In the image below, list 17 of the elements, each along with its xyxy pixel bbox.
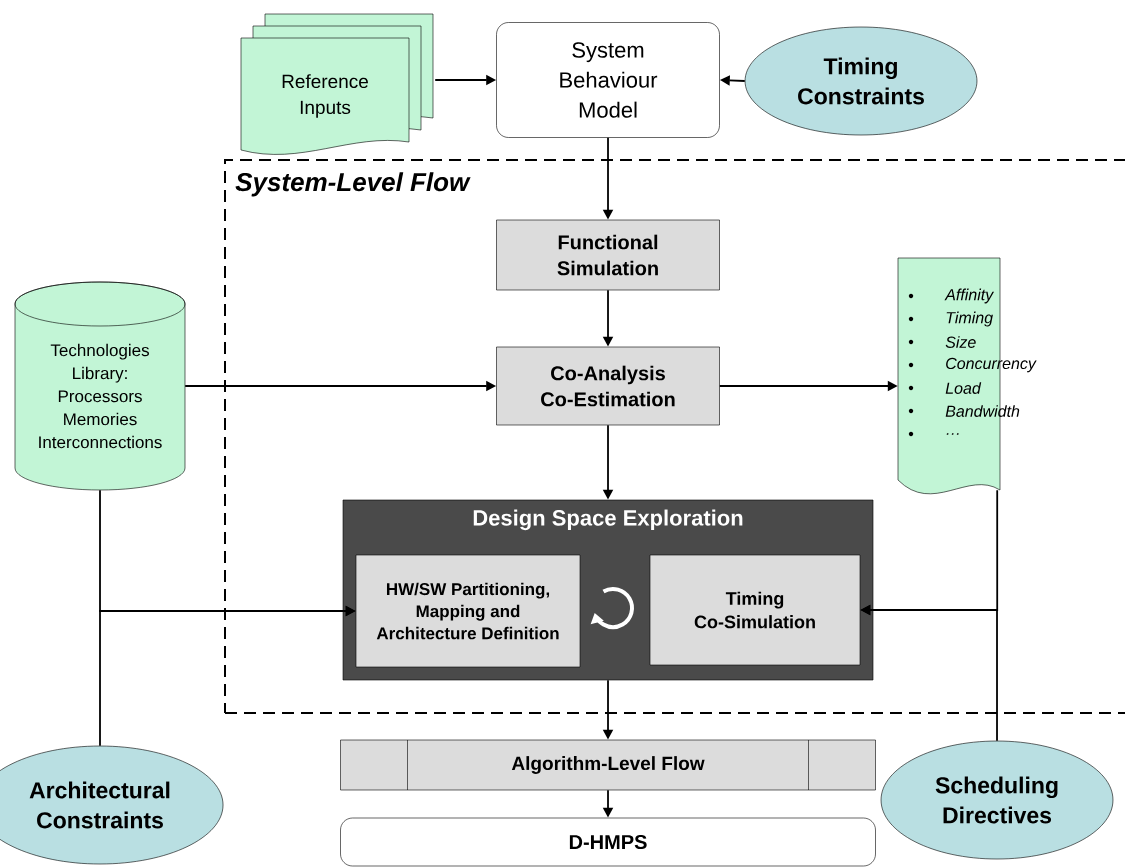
- document-stack: Reference Inputs: [240, 13, 434, 155]
- list-item: Size: [945, 336, 976, 348]
- document-shape: [897, 257, 1037, 494]
- rounded-box: D-HMPS: [340, 817, 876, 867]
- process-box: HW/SW Partitioning, Mapping and Architecture Definition: [355, 554, 581, 668]
- rounded-box: System Behaviour Model: [496, 22, 720, 138]
- process-box: Functional Simulation: [496, 219, 720, 291]
- predefined-process-box: Algorithm-Level Flow: [340, 739, 876, 791]
- list-item: Load: [945, 382, 982, 394]
- process-box: Timing Co-Simulation: [649, 554, 861, 666]
- list-item: Affinity: [944, 288, 994, 304]
- process-box: Co-Analysis Co-Estimation: [496, 346, 720, 426]
- list-item: Bandwidth: [945, 405, 1020, 417]
- list-item: …: [946, 433, 959, 435]
- list-item: Concurrency: [946, 357, 1037, 373]
- list-item: Timing: [946, 311, 993, 327]
- database-cylinder: Technologies Library: Processors Memories Interconnections: [14, 281, 186, 491]
